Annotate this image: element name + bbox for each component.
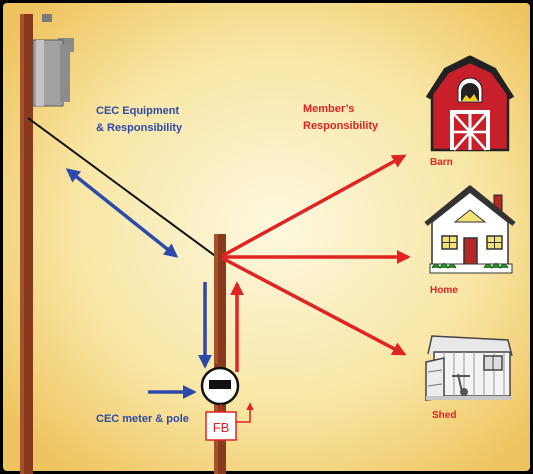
shed-label: Shed bbox=[432, 410, 456, 421]
arrow-to-barn bbox=[221, 154, 407, 258]
home-icon bbox=[424, 185, 516, 274]
member-arrows bbox=[221, 154, 411, 372]
cec-equipment-label-line2: & Responsibility bbox=[96, 122, 183, 134]
barn-label: Barn bbox=[430, 157, 453, 168]
cec-equipment-label-line1: CEC Equipment bbox=[96, 105, 179, 117]
arrow-to-shed bbox=[221, 256, 407, 356]
fuse-box: FB bbox=[205, 402, 254, 441]
transformer-icon bbox=[32, 14, 74, 107]
member-responsibility-label-line2: Responsibility bbox=[303, 120, 379, 132]
cec-arrows bbox=[65, 168, 212, 399]
utility-pole bbox=[20, 14, 33, 474]
meter-icon bbox=[200, 364, 240, 406]
home-label: Home bbox=[430, 285, 458, 296]
member-responsibility-label-line1: Member’s bbox=[303, 103, 354, 115]
shed-icon bbox=[425, 335, 513, 401]
arrow-double-wire bbox=[65, 168, 179, 258]
barn-icon bbox=[425, 55, 515, 152]
fuse-box-label: FB bbox=[213, 420, 230, 435]
cec-meter-pole-label: CEC meter & pole bbox=[96, 413, 189, 425]
